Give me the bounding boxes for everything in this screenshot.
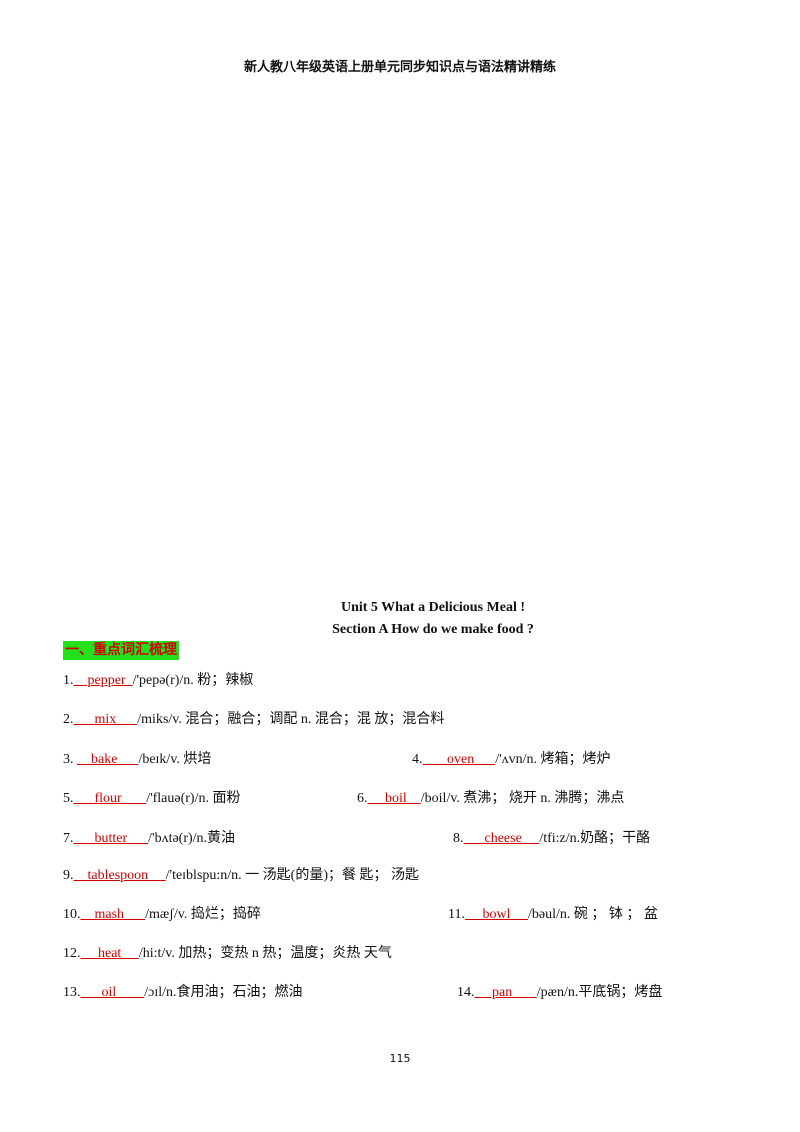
entry-number: 8. <box>453 831 464 846</box>
vocab-entry-8: 8. cheese /tfi:z/n.奶酪；干酪 <box>453 830 650 848</box>
entry-definition: /ɔɪl/n.食用油；石油；燃油 <box>144 985 303 1000</box>
entry-definition: /'ʌvn/n. 烤箱；烤炉 <box>495 752 611 767</box>
vocab-entry-11: 11. bowl /bəul/n. 碗 ； 钵 ； 盆 <box>448 906 658 924</box>
entry-number: 3. <box>63 752 77 767</box>
entry-answer: butter <box>73 831 149 846</box>
entry-number: 9. <box>63 868 74 883</box>
entry-answer: cheese <box>463 831 540 846</box>
vocab-entry-12: 12. heat /hi:t/v. 加热；变热 n 热；温度；炎热 天气 <box>63 945 392 963</box>
entry-number: 7. <box>63 831 74 846</box>
vocab-entry-10: 10. mash /mæʃ/v. 捣烂；捣碎 <box>63 906 261 924</box>
entry-number: 6. <box>357 791 368 806</box>
entry-answer: pan <box>474 985 537 1000</box>
entry-number: 1. <box>63 673 74 688</box>
entry-definition: /'bʌtə(r)/n.黄油 <box>148 831 236 846</box>
entry-answer: mash <box>80 907 146 922</box>
entry-number: 12. <box>63 946 81 961</box>
unit-title: Unit 5 What a Delicious Meal ! <box>340 600 526 615</box>
vocab-entry-13: 13. oil /ɔɪl/n.食用油；石油；燃油 <box>63 984 303 1002</box>
entry-answer: bowl <box>464 907 528 922</box>
entry-answer: oil <box>80 985 145 1000</box>
vocab-entry-9: 9. tablespoon /'teɪblspu:n/n. 一 汤匙(的量)；餐… <box>63 867 419 885</box>
vocab-entry-7: 7. butter /'bʌtə(r)/n.黄油 <box>63 830 235 848</box>
entry-definition: /'pepə(r)/n. 粉；辣椒 <box>132 673 254 688</box>
entry-number: 5. <box>63 791 74 806</box>
entry-answer: mix <box>73 712 138 727</box>
entry-definition: /miks/v. 混合；融合；调配 n. 混合；混 放；混合料 <box>137 712 445 727</box>
vocab-entry-5: 5. flour /'flauə(r)/n. 面粉 <box>63 790 241 808</box>
vocab-entry-6: 6. boil /boil/v. 煮沸； 烧开 n. 沸腾；沸点 <box>357 790 624 808</box>
page-header: 新人教八年级英语上册单元同步知识点与语法精讲精练 <box>243 60 556 75</box>
page-number: 115 <box>389 1052 411 1065</box>
entry-answer: flour <box>73 791 147 806</box>
entry-number: 14. <box>457 985 475 1000</box>
entry-answer: heat <box>80 946 139 961</box>
entry-definition: /'teɪblspu:n/n. 一 汤匙(的量)；餐 匙； 汤匙 <box>165 868 420 883</box>
entry-definition: /beɪk/v. 烘培 <box>138 752 212 767</box>
entry-definition: /'flauə(r)/n. 面粉 <box>146 791 241 806</box>
entry-number: 11. <box>448 907 465 922</box>
entry-definition: /mæʃ/v. 捣烂；捣碎 <box>145 907 261 922</box>
entry-answer: bake <box>77 752 139 767</box>
vocab-entry-14: 14. pan /pæn/n.平底锅；烤盘 <box>457 984 662 1002</box>
vocab-heading: 一、重点词汇梳理 <box>63 641 179 660</box>
entry-number: 2. <box>63 712 74 727</box>
entry-definition: /tfi:z/n.奶酪；干酪 <box>539 831 651 846</box>
entry-answer: oven <box>422 752 496 767</box>
vocab-entry-3: 3. bake /beɪk/v. 烘培 <box>63 751 211 769</box>
vocab-entry-2: 2. mix /miks/v. 混合；融合；调配 n. 混合；混 放；混合料 <box>63 711 444 729</box>
entry-answer: tablespoon <box>73 868 166 883</box>
entry-definition: /boil/v. 煮沸； 烧开 n. 沸腾；沸点 <box>420 791 625 806</box>
section-title: Section A How do we make food ? <box>332 622 534 637</box>
entry-definition: /hi:t/v. 加热；变热 n 热；温度；炎热 天气 <box>138 946 392 961</box>
entry-definition: /bəul/n. 碗 ； 钵 ； 盆 <box>527 907 658 922</box>
entry-number: 13. <box>63 985 81 1000</box>
vocab-entry-1: 1. pepper /'pepə(r)/n. 粉；辣椒 <box>63 672 253 690</box>
entry-number: 4. <box>412 752 423 767</box>
entry-answer: pepper <box>73 673 133 688</box>
entry-answer: boil <box>367 791 421 806</box>
entry-number: 10. <box>63 907 81 922</box>
entry-definition: /pæn/n.平底锅；烤盘 <box>536 985 663 1000</box>
vocab-entry-4: 4. oven /'ʌvn/n. 烤箱；烤炉 <box>412 751 611 769</box>
